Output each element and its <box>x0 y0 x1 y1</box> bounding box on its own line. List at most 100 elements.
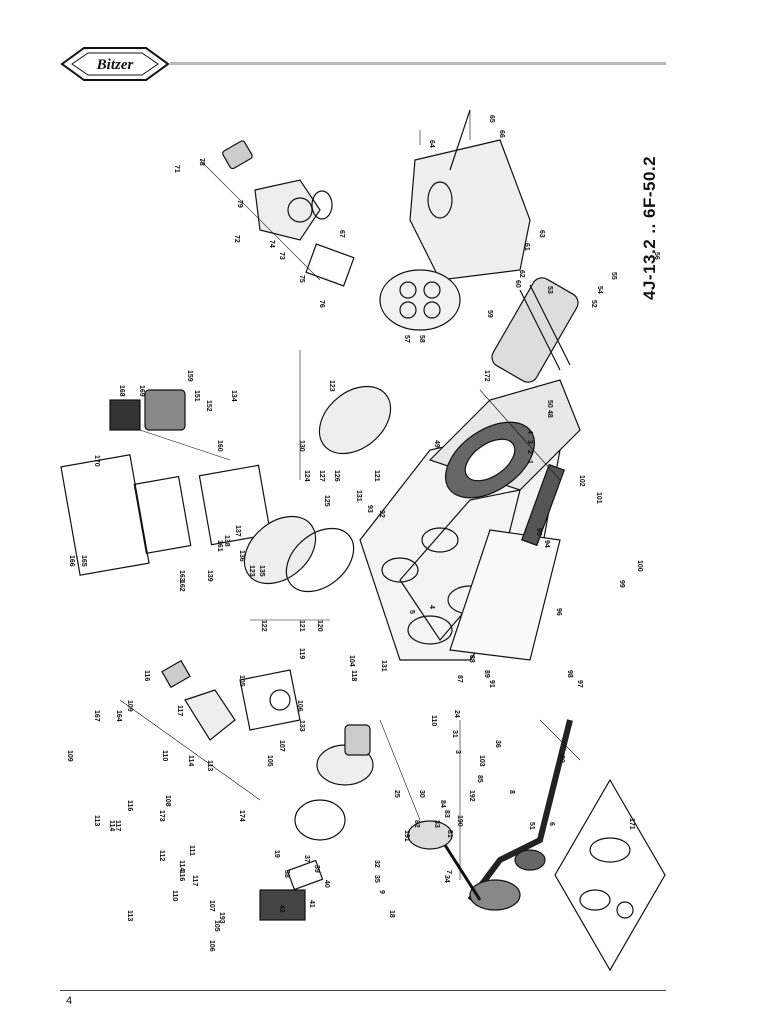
part-label: 89 <box>483 670 490 678</box>
leader-lines <box>119 110 581 880</box>
part-label: 112 <box>158 850 165 861</box>
part-label: 131 <box>380 660 387 672</box>
part-label: 54 <box>596 286 603 294</box>
part-label: 65 <box>488 115 495 123</box>
part-label: 93 <box>366 505 373 513</box>
motor-end-cover <box>409 109 531 281</box>
part-label: 6 <box>548 822 555 826</box>
part-label: 79 <box>236 200 243 208</box>
part-label: 163 <box>178 570 185 582</box>
part-label: 114 <box>108 820 115 831</box>
rotor <box>491 277 579 383</box>
solenoid-valve <box>259 859 324 921</box>
part-label: 170 <box>93 455 100 467</box>
part-label: 96 <box>555 608 562 616</box>
part-label: 117 <box>191 875 198 886</box>
part-label: 64 <box>428 140 435 148</box>
part-label: 63 <box>538 230 545 238</box>
crankshaft <box>467 719 573 911</box>
part-label: 131 <box>355 490 362 502</box>
part-label: 162 <box>178 580 185 592</box>
part-label: 122 <box>260 620 267 632</box>
part-label: 107 <box>208 900 215 912</box>
part-label: 34 <box>443 875 450 883</box>
part-label: 110 <box>171 890 178 901</box>
part-label: 135 <box>258 565 265 577</box>
part-label: 42 <box>278 905 285 913</box>
part-label: 113 <box>206 760 213 771</box>
part-label: 116 <box>143 670 150 681</box>
page-number: 4 <box>66 995 73 1007</box>
part-label: 127 <box>318 470 325 482</box>
part-label: 168 <box>118 385 125 397</box>
part-label: 164 <box>115 710 122 722</box>
part-label: 137 <box>234 525 241 537</box>
part-label: 138 <box>223 535 230 547</box>
part-label: 9 <box>378 890 385 894</box>
terminal-box-assembly <box>60 389 272 576</box>
part-label: 59 <box>486 310 493 318</box>
part-label: 113 <box>126 910 133 921</box>
part-label: 30 <box>418 790 425 798</box>
part-label: 106 <box>296 700 303 712</box>
part-label: 48 <box>546 410 553 418</box>
part-label: 94 <box>543 540 550 548</box>
part-label: 100 <box>636 560 643 572</box>
part-label: 169 <box>138 385 145 397</box>
part-label: 7 <box>445 870 452 874</box>
part-label: 58 <box>418 335 425 343</box>
part-label: 80 <box>558 755 565 763</box>
part-label: 31 <box>451 730 458 738</box>
part-label: 50 <box>546 400 553 408</box>
gasket-set <box>554 778 666 972</box>
part-label: 117 <box>176 705 183 716</box>
part-label: 3 <box>526 440 533 444</box>
motor-housing <box>428 379 581 499</box>
bottom-plate <box>449 463 565 661</box>
part-label: 83 <box>443 810 450 818</box>
part-label: 151 <box>193 390 200 402</box>
part-label: 38 <box>283 870 290 878</box>
part-label: 8 <box>508 790 515 794</box>
part-label: 91 <box>488 680 495 688</box>
part-label: 52 <box>590 300 597 308</box>
part-label: 171 <box>628 818 635 830</box>
part-label: 41 <box>308 900 315 908</box>
part-label: 114 <box>187 755 194 766</box>
part-label: 81 <box>446 830 453 838</box>
part-label: 110 <box>430 715 437 726</box>
footer-rule <box>60 990 666 991</box>
part-label: 133 <box>298 720 305 732</box>
part-label: 39 <box>313 865 320 873</box>
part-label: 103 <box>478 755 485 767</box>
part-label: 116 <box>126 800 133 811</box>
part-label: 136 <box>238 550 245 562</box>
part-label: 72 <box>233 235 240 243</box>
part-label: 1 <box>526 460 533 464</box>
page-header: Bitzer <box>0 0 768 100</box>
part-label: 19 <box>273 850 280 858</box>
part-label: 61 <box>523 243 530 251</box>
part-label: 57 <box>403 335 410 343</box>
piston-assembly <box>407 820 482 901</box>
part-label: 56 <box>653 252 660 260</box>
part-label: 130 <box>298 440 305 452</box>
part-label: 108 <box>164 795 171 807</box>
part-label: 53 <box>546 286 553 294</box>
part-label: 78 <box>198 158 205 166</box>
part-label: 104 <box>348 655 355 667</box>
part-label: 5 <box>408 610 415 614</box>
part-label: 139 <box>206 570 213 582</box>
part-label: 105 <box>238 675 245 687</box>
part-label: 37 <box>303 855 310 863</box>
part-label: 109 <box>126 700 133 712</box>
part-label: 73 <box>278 252 285 260</box>
part-label: 98 <box>566 670 573 678</box>
part-label: 102 <box>578 475 585 487</box>
part-label: 24 <box>453 710 460 718</box>
part-label: 167 <box>93 710 100 722</box>
part-label: 71 <box>173 165 180 173</box>
part-label: 165 <box>80 555 87 567</box>
part-label: 120 <box>316 620 323 632</box>
part-label: 125 <box>323 495 330 507</box>
